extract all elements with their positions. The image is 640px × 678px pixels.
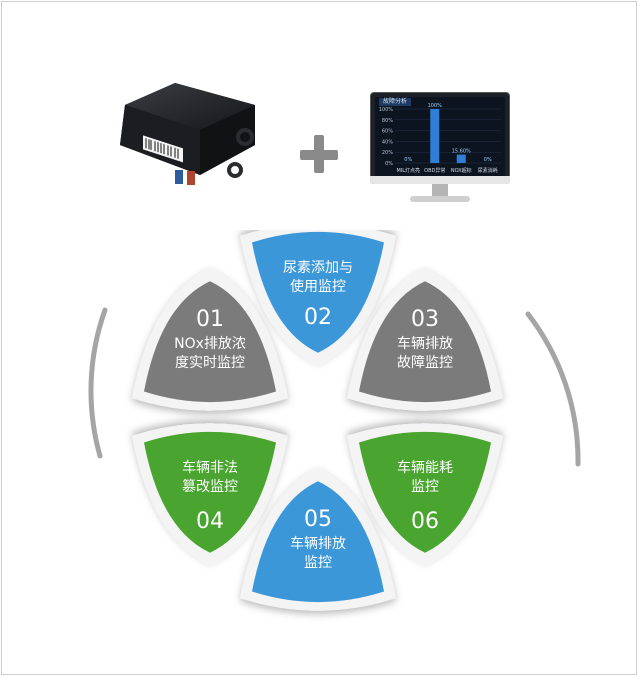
petal-fill <box>144 281 276 403</box>
petal-fill <box>144 431 276 553</box>
petal-06 <box>347 423 503 567</box>
petal-number: 04 <box>196 509 224 534</box>
petal-label: 车辆排放故障监控 <box>397 336 453 371</box>
right-arc <box>525 311 581 467</box>
petal-label: NOx排放浓度实时监控 <box>174 336 246 371</box>
bar-category-label: NOX超标 <box>451 167 472 174</box>
petal-fill <box>252 481 384 603</box>
bar-category-label: 尿素消耗 <box>478 167 498 174</box>
petal-04 <box>132 423 288 567</box>
petal-number: 06 <box>411 509 439 534</box>
bar-category-label: MIL灯点亮 <box>396 167 420 174</box>
petal-05 <box>240 467 396 611</box>
y-tick-label: 20% <box>382 150 393 156</box>
petal-fill <box>359 431 491 553</box>
petal-number: 05 <box>304 507 332 532</box>
petal-number: 02 <box>304 305 332 330</box>
petal-label: 车辆非法篡改监控 <box>182 460 238 495</box>
petal-number: 03 <box>411 307 439 332</box>
screen-title: 故障分析 <box>379 98 412 106</box>
bar <box>430 109 440 163</box>
y-tick-label: 0% <box>385 161 393 167</box>
petal-01 <box>132 267 288 411</box>
y-tick-label: 100% <box>379 107 394 113</box>
petal-label: 车辆能耗监控 <box>397 460 453 495</box>
y-tick-label: 60% <box>382 129 393 135</box>
petal-fill <box>252 231 384 353</box>
petal-03 <box>347 267 503 411</box>
bar <box>456 154 466 163</box>
screen-bar-chart: 100%80%60%40%20%0%0%MIL灯点亮100%OBD异常15.60… <box>379 103 501 174</box>
petal-label: 车辆排放监控 <box>290 536 346 571</box>
petal-fill <box>359 281 491 403</box>
petal-shapes <box>88 230 581 611</box>
petal-02 <box>240 230 396 367</box>
bar-value-label: 100% <box>428 103 443 109</box>
y-tick-label: 40% <box>382 139 393 145</box>
telematics-device-image <box>120 83 255 185</box>
petal-label: 尿素添加与使用监控 <box>283 260 353 295</box>
bar-value-label: 0% <box>404 157 412 163</box>
bar-value-label: 15.60% <box>452 149 471 155</box>
bar-category-label: OBD异常 <box>424 167 445 174</box>
petal-number: 01 <box>196 307 224 332</box>
bar-value-label: 0% <box>484 157 492 163</box>
y-tick-label: 80% <box>382 118 393 124</box>
plus-icon <box>300 135 340 175</box>
left-arc <box>88 307 108 459</box>
